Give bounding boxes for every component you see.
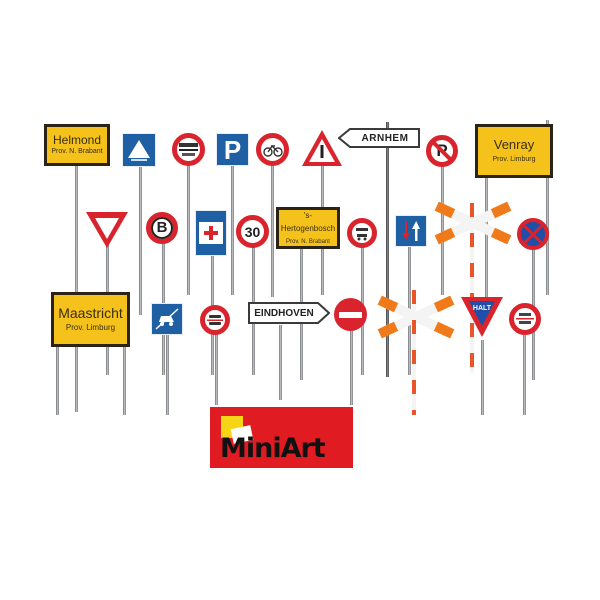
pole (350, 330, 353, 405)
sign-province: Prov. N. Brabant (51, 148, 103, 155)
railway-crossing-post (412, 290, 416, 415)
warning-triangle-sign (300, 128, 344, 168)
arnhem-direction-sign: ARNHEM (338, 128, 420, 148)
no-stopping-sign (517, 218, 549, 250)
car-crossed-icon (155, 308, 179, 330)
vehicle-icon (356, 228, 368, 241)
b-sign: B (146, 212, 178, 244)
maastricht-town-sign: Maastricht Prov. Limburg (51, 292, 130, 347)
pole (56, 340, 59, 415)
overtaking-icon (207, 315, 223, 325)
customs-stop-sign (172, 133, 205, 166)
pole (546, 120, 549, 295)
speed-limit-sign: 30 (236, 215, 269, 248)
railway-crossing-post (470, 203, 474, 373)
pole (386, 122, 389, 377)
miniart-logo: MiniArt (210, 407, 353, 468)
triangle-icon (128, 140, 150, 161)
halt-triangle-icon (461, 297, 503, 337)
sign-town-name: Venray (493, 137, 535, 152)
direction-label: EINDHOVEN (254, 307, 314, 319)
pole (215, 330, 218, 405)
no-bicycles-sign (256, 133, 289, 166)
warning-triangle-icon (302, 130, 342, 166)
first-aid-sign (195, 210, 227, 256)
venray-town-sign: Venray Prov. Limburg (475, 124, 553, 178)
pole (523, 335, 526, 415)
railway-crossing-sign (375, 292, 457, 342)
parking-letter: P (223, 134, 242, 165)
arrows-icon (402, 221, 420, 241)
end-no-overtaking-sign (509, 303, 541, 335)
sign-town-name: 's-Hertogenbosch (280, 211, 336, 233)
hertogenbosch-town-sign: 's-Hertogenbosch Prov. N. Brabant (276, 207, 340, 249)
pole (139, 165, 142, 315)
b-letter: B (151, 217, 173, 239)
sign-province: Prov. Limburg (492, 156, 536, 163)
pole (75, 160, 78, 412)
parking-sign: P (216, 133, 249, 166)
andrews-cross-icon (377, 295, 455, 339)
pole (408, 240, 411, 375)
sign-province: Prov. Limburg (65, 323, 116, 332)
end-overtaking-icon (516, 313, 534, 324)
pole (271, 162, 274, 297)
sign-town-name: Maastricht (58, 305, 123, 321)
pole (187, 160, 190, 295)
pole (231, 165, 234, 295)
helmond-town-sign: Helmond Prov. N. Brabant (44, 124, 110, 166)
halt-sign: HALT (460, 296, 504, 338)
arrow-right-icon (248, 302, 330, 324)
yield-triangle-icon (86, 212, 128, 248)
no-parking-sign: P (426, 135, 458, 167)
end-of-motorway-sign (151, 303, 183, 335)
pole (481, 340, 484, 415)
customs-icon (179, 143, 198, 156)
pole (441, 160, 444, 295)
priority-oncoming-sign (395, 215, 427, 247)
speed-value: 30 (244, 223, 261, 240)
arrow-left-icon (338, 128, 420, 148)
no-vehicles-sign (347, 218, 377, 248)
pole (123, 340, 126, 415)
no-entry-sign (334, 298, 367, 331)
direction-label: ARNHEM (361, 132, 409, 144)
no-entry-bar-icon (339, 311, 362, 318)
halt-label: HALT (472, 304, 492, 312)
pole (279, 325, 282, 400)
no-overtaking-sign (200, 305, 230, 335)
first-aid-cross-icon (199, 222, 223, 244)
pole (485, 175, 488, 305)
logo-brand-text: MiniArt (220, 433, 326, 464)
sign-province: Prov. N. Brabant (286, 239, 330, 245)
sign-town-name: Helmond (52, 133, 102, 147)
yield-sign (84, 210, 130, 250)
eindhoven-direction-sign: EINDHOVEN (248, 302, 330, 324)
pedestrian-crossing-sign (122, 133, 156, 167)
bicycle-icon (262, 144, 283, 157)
pole (166, 330, 169, 415)
